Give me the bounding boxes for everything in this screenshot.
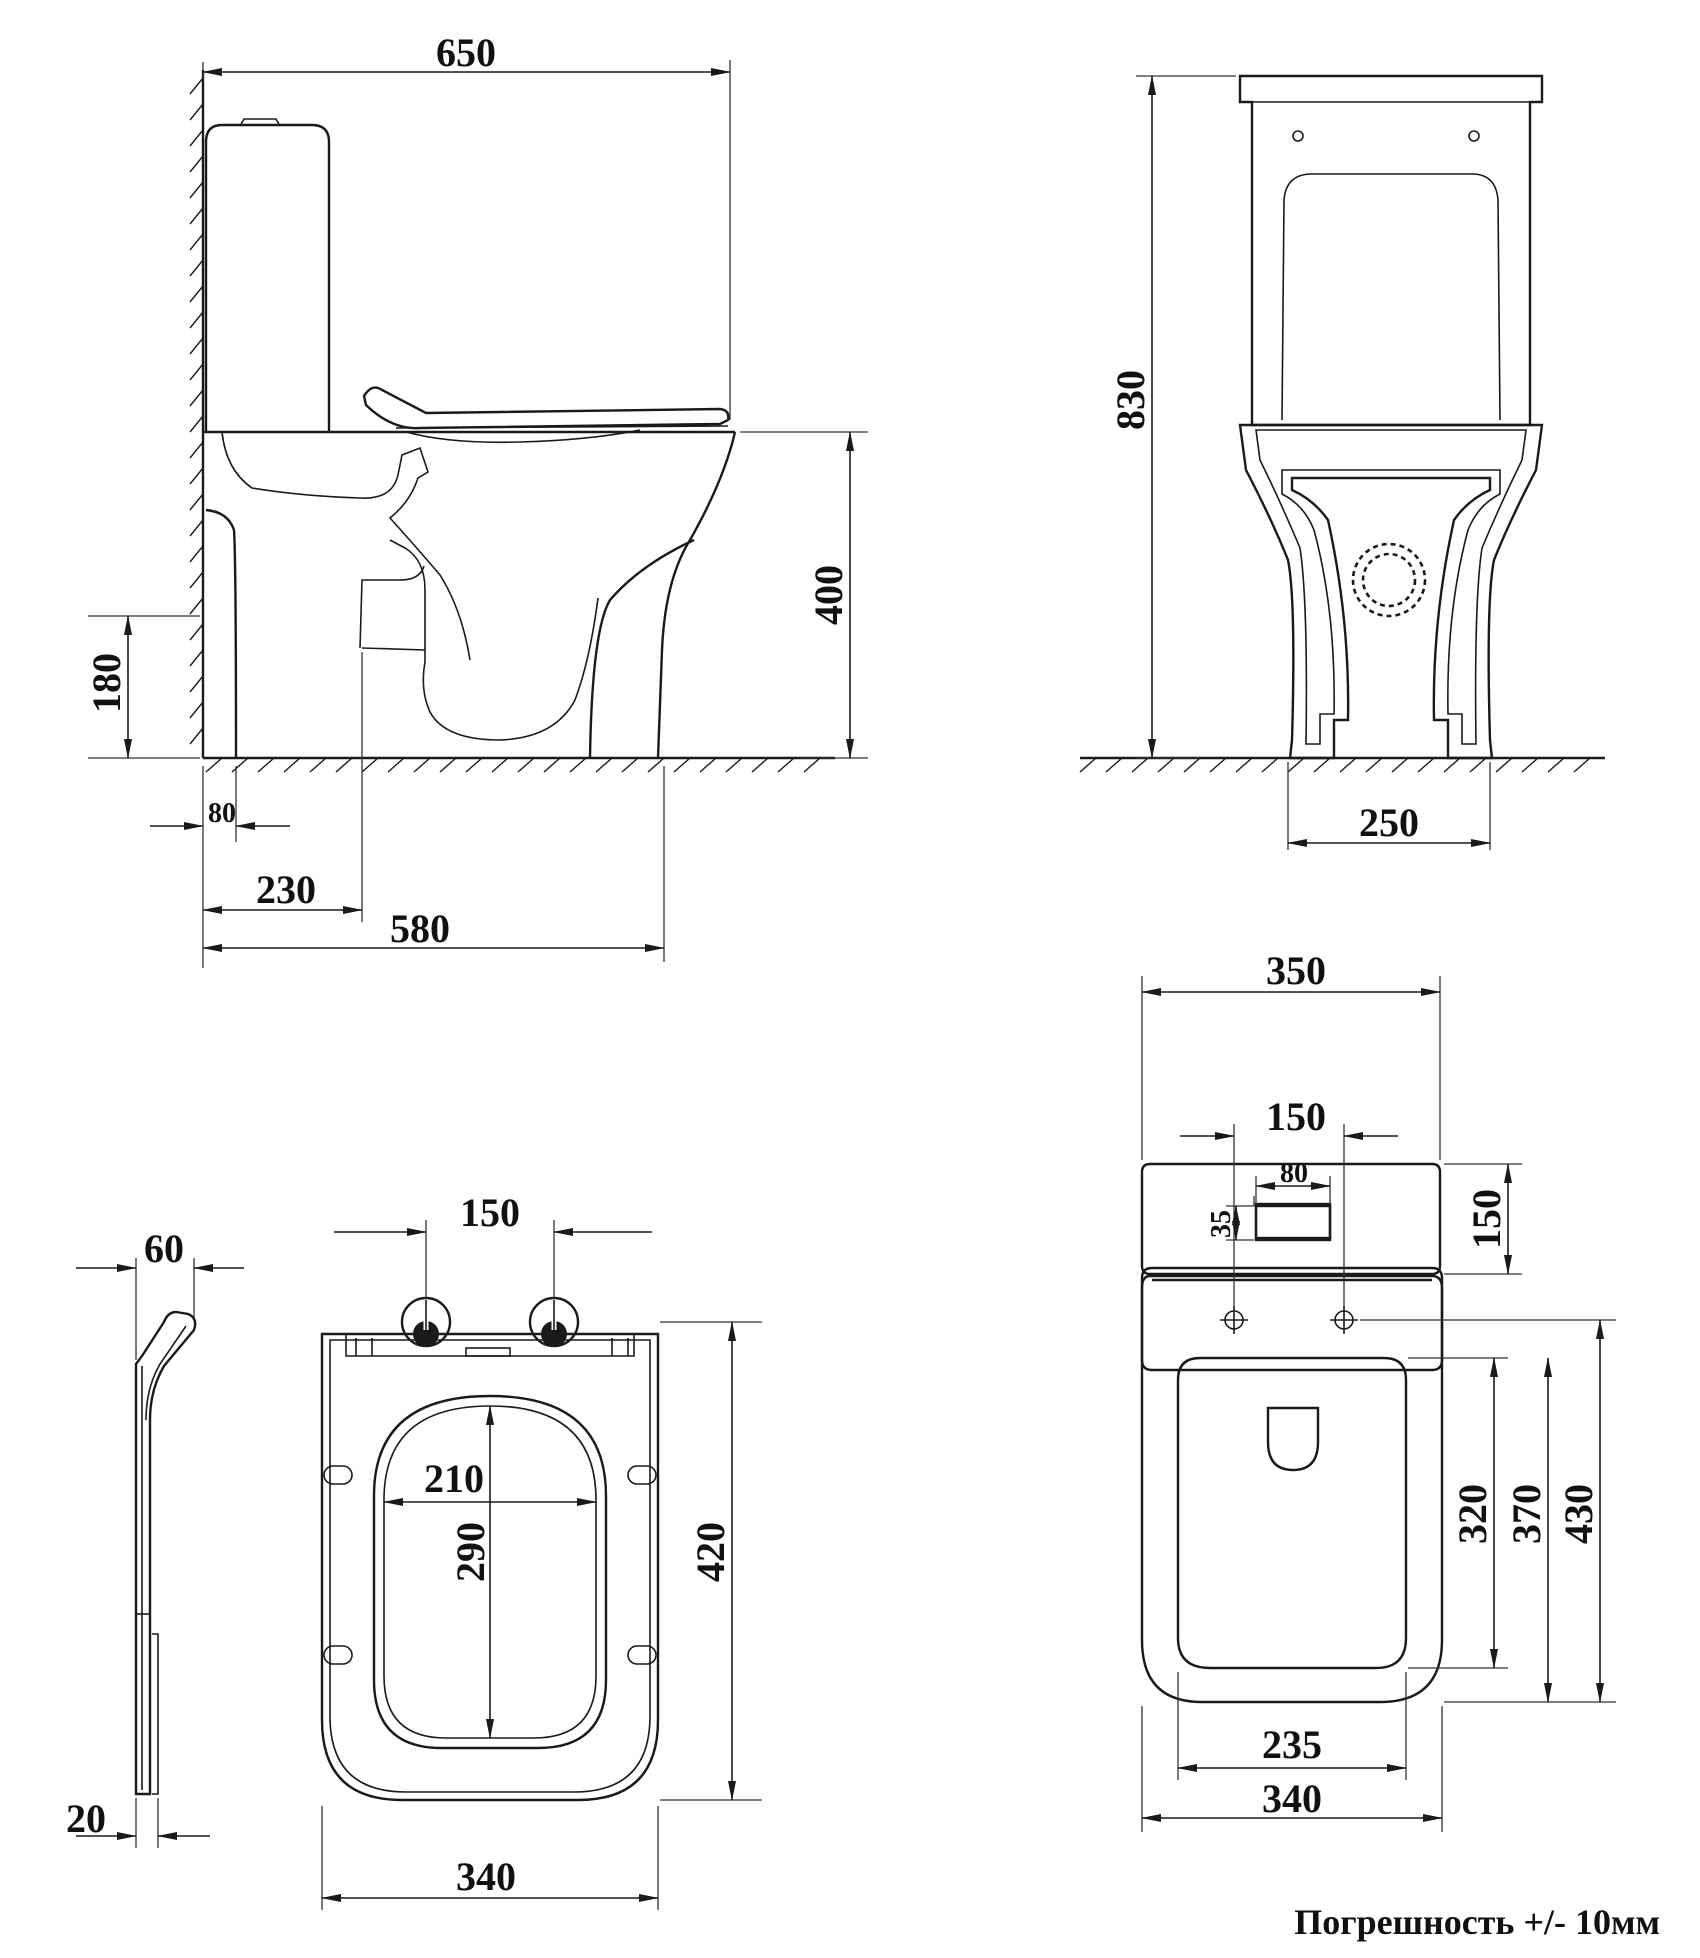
bowl-front-outline	[1238, 423, 1544, 760]
seat-bumper-top-left	[323, 1465, 353, 1485]
dim-label-hole-spacing: 150	[1266, 1094, 1326, 1139]
outlet-circle-inner	[1361, 552, 1417, 608]
tolerance-note: Погрешность +/- 10мм	[1294, 1902, 1660, 1942]
seat-bumper-top-right	[627, 1465, 657, 1485]
seat-outer-outline	[320, 1332, 660, 1802]
bowl-front-inner	[1255, 429, 1527, 745]
seat-lid-side	[362, 386, 730, 430]
dim-label-seat-width: 340	[456, 1854, 516, 1899]
trap-outer-side	[422, 597, 599, 741]
dim-label-bowl-width: 340	[1262, 1776, 1322, 1821]
bowl-top-view	[1140, 1274, 1444, 1704]
seat-profile-inner	[141, 1325, 187, 1790]
flush-button-side	[239, 118, 281, 127]
floor-hatch	[205, 757, 821, 773]
seat-underside-line	[395, 425, 729, 429]
dim-label-foot-width: 250	[1359, 800, 1419, 845]
seat-top-view: 150 210 290 420 340	[320, 1190, 762, 1910]
dim-label-button-height: 35	[1206, 1210, 1237, 1238]
left-hinge	[400, 1296, 452, 1348]
seat-profile-outer	[134, 1310, 197, 1796]
front-floor-hatch	[1079, 757, 1591, 773]
cistern-right-bolt	[1468, 130, 1480, 142]
rim-inner-side	[405, 429, 641, 444]
dim-label-wall-offset: 80	[208, 798, 236, 829]
top-view: 350 150 80 35 150 320 370 430	[1140, 948, 1616, 1832]
cistern-front-panel	[1281, 173, 1501, 421]
seat-side-profile: 60 20	[66, 1226, 244, 1848]
cistern-front	[1238, 74, 1544, 427]
bowl-outer-side	[656, 431, 737, 759]
outlet-pipe-side	[359, 565, 425, 649]
front-view: 830 250	[1079, 74, 1605, 850]
cistern-top-view	[1140, 1162, 1442, 1276]
cistern-side	[204, 123, 331, 432]
dim-label-seat-length: 420	[688, 1522, 733, 1582]
seat-profile-lid-line	[152, 1633, 159, 1795]
outlet-circle-outer	[1351, 542, 1427, 618]
cistern-left-bolt	[1292, 130, 1304, 142]
seat-bumper-bottom-left	[323, 1645, 353, 1665]
dim-label-bowl-inner-length: 320	[1450, 1484, 1495, 1544]
right-seat-hole	[1330, 1306, 1358, 1334]
dim-label-hinge-spacing: 150	[460, 1190, 520, 1235]
hinge-bar	[345, 1334, 635, 1357]
side-view: 650 400 180 80 230 580	[84, 30, 868, 968]
wall-hatch	[189, 77, 204, 745]
dim-label-seat-thickness-bottom: 20	[66, 1796, 106, 1841]
dim-label-bowl-length-mid: 370	[1504, 1484, 1549, 1544]
dim-label-bowl-length: 430	[1556, 1484, 1601, 1544]
dim-label-opening-length: 290	[448, 1522, 493, 1582]
bowl-inner-side	[221, 431, 471, 661]
dim-label-outlet-height: 180	[84, 653, 129, 713]
dim-label-total-height: 830	[1108, 370, 1153, 430]
pedestal-front-side	[588, 538, 695, 759]
right-hinge	[528, 1296, 580, 1348]
dim-label-depth: 580	[390, 906, 450, 951]
dim-label-bowl-inner-width: 235	[1262, 1722, 1322, 1767]
dim-label-width-total: 650	[436, 30, 496, 75]
dim-label-tank-width: 350	[1266, 948, 1326, 993]
seat-opening-inner	[383, 1405, 597, 1739]
outlet-bottom-side	[361, 647, 426, 651]
dim-label-button-width: 80	[1280, 1158, 1308, 1189]
hinge-center-clip	[465, 1347, 511, 1357]
left-seat-hole	[1220, 1306, 1248, 1334]
dim-label-tank-depth: 150	[1464, 1189, 1509, 1249]
flush-button-top-view	[1254, 1202, 1332, 1240]
back-foot-side	[205, 508, 238, 759]
drain-opening-top-view	[1266, 1406, 1320, 1472]
dim-label-outlet-offset: 230	[256, 867, 316, 912]
seat-opening-outer	[372, 1394, 608, 1750]
trap-inner-side	[389, 539, 426, 662]
cistern-top	[1140, 1266, 1444, 1372]
seat-outer-inner-line	[329, 1339, 651, 1793]
flush-button-top-real	[1254, 1204, 1332, 1242]
bowl-inner-top-view	[1176, 1356, 1408, 1670]
dim-label-seat-thickness-top: 60	[144, 1226, 184, 1271]
dim-label-seat-height: 400	[806, 565, 851, 625]
dim-label-opening-width: 210	[424, 1456, 484, 1501]
seat-bumper-bottom-right	[627, 1645, 657, 1665]
